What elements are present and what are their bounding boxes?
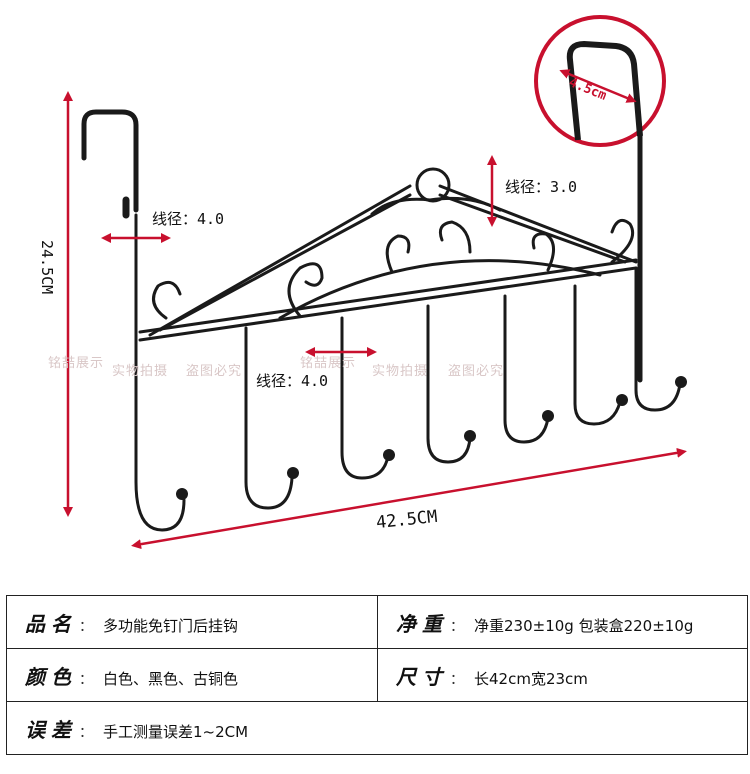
spec-cell-error: 误差：手工测量误差1~2CM [6,701,748,755]
height-label: 24.5CM [38,240,56,295]
inset-detail [534,15,666,147]
weight-label: 净重 [396,611,448,636]
wire-mid-label: 线径：4.0 [256,372,329,390]
error-value: 手工测量误差1~2CM [103,722,249,741]
spec-cell-name: 品名：多功能免钉门后挂钩 [6,595,378,649]
error-label: 误差 [25,717,77,742]
size-label: 尺寸 [396,664,448,689]
hook-end-balls [176,376,687,500]
spec-table: 品名：多功能免钉门后挂钩 净重：净重230±10g 包装盒220±10g 颜色：… [6,595,748,755]
color-value: 白色、黑色、古铜色 [103,669,239,688]
name-label: 品名 [25,611,77,636]
name-value: 多功能免钉门后挂钩 [103,616,239,635]
product-figure: 24.5CM 42.5CM 线径：4.0 线径：3.0 线径：4.0 4.5cm… [38,15,687,550]
watermark: 盗图必究 [186,364,243,379]
spec-row: 误差：手工测量误差1~2CM [6,701,748,755]
watermark: 实物拍摄 [112,364,169,379]
color-label: 颜色 [25,664,77,689]
spec-row: 颜色：白色、黑色、古铜色 尺寸：长42cm宽23cm [6,648,748,702]
watermark: 铭喆展示 [300,356,357,371]
dimension-arrows [63,91,687,550]
door-hook-rack-illustration [63,15,687,550]
weight-value: 净重230±10g 包装盒220±10g [474,616,694,635]
watermark: 实物拍摄 [372,364,429,379]
watermark: 盗图必究 [448,364,505,379]
spec-row: 品名：多功能免钉门后挂钩 净重：净重230±10g 包装盒220±10g [6,595,748,649]
spec-cell-size: 尺寸：长42cm宽23cm [377,648,748,702]
wire-top-label: 线径：3.0 [505,178,578,196]
watermark: 铭喆展示 [48,356,105,371]
size-value: 长42cm宽23cm [474,669,588,688]
width-arrow [131,447,687,550]
spec-cell-color: 颜色：白色、黑色、古铜色 [6,648,378,702]
spec-cell-weight: 净重：净重230±10g 包装盒220±10g [377,595,748,649]
wire-left-label: 线径：4.0 [152,210,225,228]
